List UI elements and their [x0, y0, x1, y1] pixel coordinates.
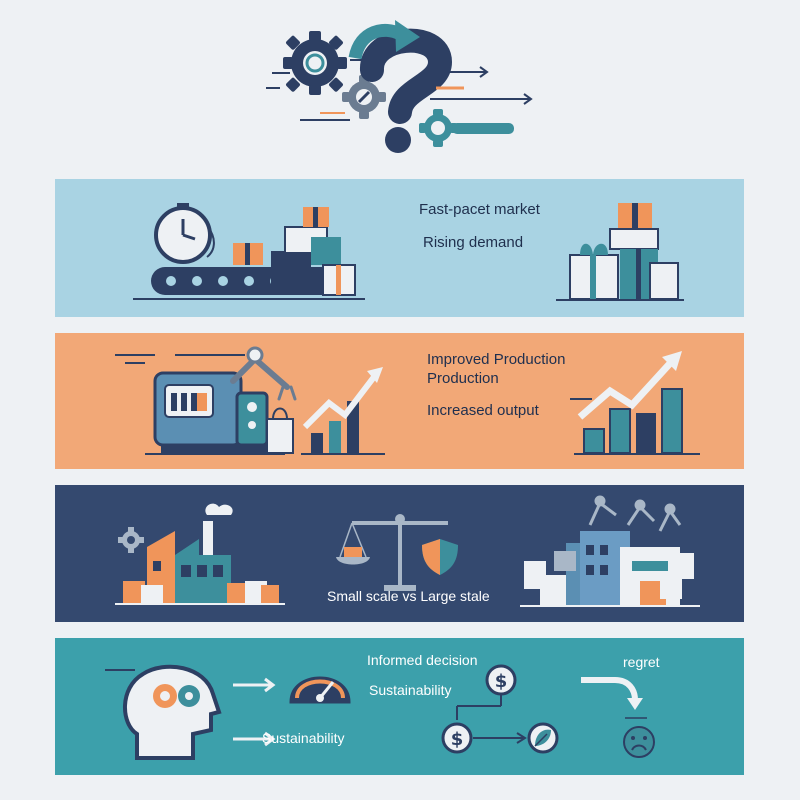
label-small-vs-large-scale: Small scale vs Large stale — [327, 588, 490, 604]
svg-text:$: $ — [495, 671, 508, 692]
svg-text:$: $ — [451, 729, 464, 750]
label-fast-paced-market: Fast-pacet market — [419, 201, 540, 218]
head-gears-icon — [123, 664, 222, 760]
motion-lines — [266, 59, 533, 121]
label-sustainability-left: Sustainability — [262, 730, 345, 746]
head-gears-illustration — [105, 664, 351, 760]
label-improved-production: Improved Production — [427, 351, 566, 368]
panel-improved-production: Improved Production Production Increased… — [55, 333, 744, 469]
clock-icon — [154, 203, 215, 264]
gear-icon — [342, 75, 386, 119]
machine-icon — [145, 371, 285, 455]
arrow-icon — [581, 677, 647, 719]
gift-stack-illustration — [556, 203, 684, 301]
arrow-icon — [348, 20, 420, 60]
large-factory-illustration — [520, 495, 700, 607]
shopping-bag-icon — [115, 581, 285, 605]
gift-box-icon — [556, 203, 684, 301]
gauge-icon — [289, 676, 351, 704]
shopping-bag-icon — [520, 551, 700, 607]
label-sustainability: Sustainability — [369, 682, 452, 698]
machine-illustration — [115, 346, 385, 455]
shield-icon — [422, 539, 458, 575]
bar-chart-up-icon — [570, 351, 700, 455]
small-factory-illustration — [115, 503, 285, 605]
label-production: Production — [427, 370, 499, 387]
robot-arm-icon — [588, 495, 682, 532]
question-mark-icon — [360, 28, 453, 153]
sad-face-icon — [623, 726, 655, 758]
balance-scale-icon — [336, 514, 448, 591]
panel-fast-paced-market: Fast-pacet market Rising demand — [55, 179, 744, 317]
regret-illustration — [581, 677, 655, 758]
leaf-icon — [527, 722, 559, 754]
label-informed-decision: Informed decision — [367, 652, 478, 668]
decision-tree-illustration: $ $ — [441, 664, 559, 754]
label-rising-demand: Rising demand — [423, 234, 524, 251]
conveyor-illustration — [133, 203, 365, 300]
gear-icon — [118, 527, 144, 553]
dollar-icon: $ — [441, 722, 473, 754]
label-regret: regret — [623, 654, 660, 670]
panel-informed-decision: Sustainability Informed decision Sustain… — [55, 638, 744, 775]
label-increased-output: Increased output — [427, 402, 539, 419]
gear-icon — [283, 31, 347, 95]
gear-icon — [419, 109, 514, 147]
panel-small-vs-large-scale: Small scale vs Large stale — [55, 485, 744, 622]
shopping-bag-icon — [266, 407, 294, 454]
robot-arm-icon — [230, 346, 297, 401]
gift-box-icon — [233, 207, 356, 296]
growth-chart-illustration — [570, 351, 700, 455]
header-illustration — [266, 20, 533, 153]
bar-chart-up-icon — [301, 367, 385, 455]
scale-illustration — [336, 514, 458, 591]
dollar-icon: $ — [485, 664, 517, 696]
